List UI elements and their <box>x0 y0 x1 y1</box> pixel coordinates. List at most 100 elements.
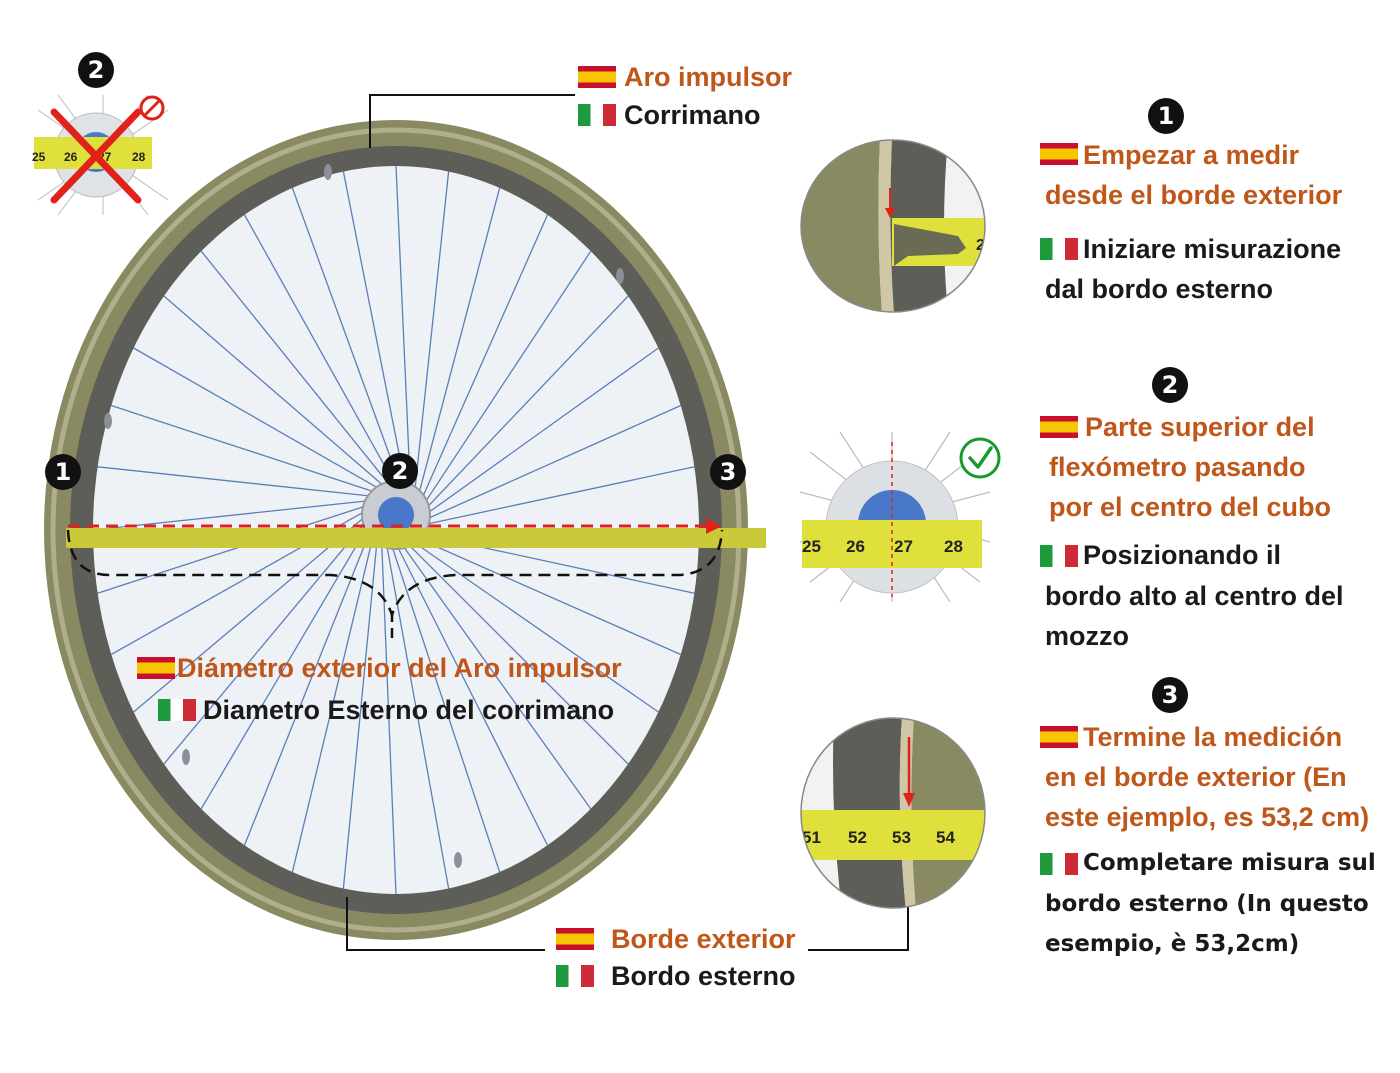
magnifier-center: 25 26 27 28 <box>800 432 991 602</box>
flag-spain <box>556 928 594 950</box>
green-check-icon <box>959 437 1001 479</box>
flag-spain <box>137 657 175 679</box>
spoke <box>425 404 681 521</box>
flag-italy <box>158 699 196 721</box>
flag-spain <box>1040 143 1078 165</box>
spoke <box>243 214 396 486</box>
outer-edge-leader-right <box>808 890 909 951</box>
magnifier-end: 51 52 53 54 <box>800 717 986 909</box>
rim-bolts <box>104 164 624 868</box>
step-2-it-line-2: bordo alto al centro del <box>1045 581 1344 611</box>
spoke <box>342 171 407 487</box>
wheel-illustration <box>44 94 766 951</box>
center-tape-0: 25 <box>802 537 821 556</box>
spoke <box>163 295 386 488</box>
wrong-tape-1: 26 <box>64 150 78 164</box>
step-3-number: 3 <box>1152 677 1188 713</box>
spoke <box>415 536 681 656</box>
step-1-it-line-1: Iniziare misurazione <box>1083 234 1342 264</box>
step-3-it-line-1: Completare misura sul <box>1083 850 1376 876</box>
flag-italy <box>1040 545 1078 567</box>
flag-spain <box>1040 416 1078 438</box>
step-2-es-line-3: por el centro del cubo <box>1049 492 1332 522</box>
spoke <box>423 250 592 505</box>
spoke <box>414 171 450 492</box>
outer-edge-label-es: Borde exterior <box>611 924 796 954</box>
flag-italy <box>1040 238 1078 260</box>
step-3-it-line-3: esempio, è 53,2cm) <box>1045 931 1300 957</box>
wrong-tape-3: 28 <box>132 150 146 164</box>
step-1-es-line-1: Empezar a medir <box>1083 140 1300 170</box>
outer-edge-leader <box>346 897 545 951</box>
spoke <box>421 214 549 500</box>
spokes <box>92 165 700 895</box>
spoke <box>425 347 659 515</box>
marker-three: 3 <box>710 454 746 490</box>
spoke <box>133 347 381 490</box>
spoke <box>291 534 375 873</box>
spoke <box>406 542 629 765</box>
spoke <box>200 250 391 486</box>
red-x-icon <box>50 108 142 204</box>
step-3-it-line-2: bordo esterno (In questo <box>1045 891 1369 917</box>
magnifier-start: 2 <box>800 139 986 313</box>
spoke <box>385 543 450 889</box>
step-2-it-line-1: Posizionando il <box>1083 540 1282 570</box>
spoke <box>417 187 501 496</box>
spoke <box>401 544 592 810</box>
handrim-label-it: Corrimano <box>624 100 761 130</box>
center-tape-2: 27 <box>894 537 913 556</box>
wrong-example-inset: 25 26 27 28 <box>32 94 169 216</box>
spoke <box>396 544 549 846</box>
spoke <box>92 499 370 531</box>
marker-one: 1 <box>45 454 81 490</box>
end-tape-3: 54 <box>936 828 955 847</box>
spoke <box>395 165 412 489</box>
step-1-es-line-2: desde el borde exterior <box>1045 180 1343 210</box>
marker-two: 2 <box>382 453 418 489</box>
spoke <box>97 504 368 594</box>
step-1-it-line-2: dal bordo esterno <box>1045 274 1274 304</box>
hub-center <box>378 497 414 533</box>
flag-italy <box>556 965 594 987</box>
wrong-inset-number: 2 <box>78 52 114 88</box>
spoke <box>133 515 367 713</box>
spoke <box>424 295 629 510</box>
outer-edge-label-it: Bordo esterno <box>611 961 796 991</box>
flag-spain <box>1040 726 1078 748</box>
spoke <box>243 530 371 846</box>
diameter-label-it: Diametro Esterno del corrimano <box>203 695 615 725</box>
end-tape-2: 53 <box>892 828 911 847</box>
step-3-es-line-3: este ejemplo, es 53,2 cm) <box>1045 802 1370 832</box>
center-tape-1: 26 <box>846 537 865 556</box>
step-2-it-line-3: mozzo <box>1045 621 1129 651</box>
flag-italy <box>1040 853 1078 875</box>
step-3-es-line-1: Termine la medición <box>1083 722 1343 752</box>
step-2-es-line-2: flexómetro pasando <box>1049 452 1306 482</box>
end-tape-1: 52 <box>848 828 867 847</box>
step-2-es-line-1: Parte superior del <box>1085 412 1315 442</box>
spoke <box>390 544 501 873</box>
flag-italy <box>578 104 616 126</box>
step-3-es-line-2: en el borde exterior (En <box>1045 762 1347 792</box>
flag-spain <box>578 66 616 88</box>
diameter-label-es: Diámetro exterior del Aro impulsor <box>177 653 622 683</box>
end-tape-0: 51 <box>802 828 821 847</box>
measuring-tape <box>66 528 766 548</box>
no-entry-icon <box>139 95 165 121</box>
handrim-label-es: Aro impulsor <box>624 62 793 92</box>
spoke <box>291 187 402 486</box>
spoke <box>111 404 377 494</box>
spoke <box>342 538 378 889</box>
step-1-number: 1 <box>1148 98 1184 134</box>
spoke <box>163 520 368 765</box>
measure-arrow-head <box>706 518 722 534</box>
spoke <box>97 466 373 497</box>
wrong-tape-0: 25 <box>32 150 46 164</box>
center-tape-3: 28 <box>944 537 963 556</box>
step-2-number: 2 <box>1152 367 1188 403</box>
spoke <box>424 466 695 526</box>
start-tape-digit: 2 <box>976 237 985 254</box>
spoke <box>200 525 369 810</box>
